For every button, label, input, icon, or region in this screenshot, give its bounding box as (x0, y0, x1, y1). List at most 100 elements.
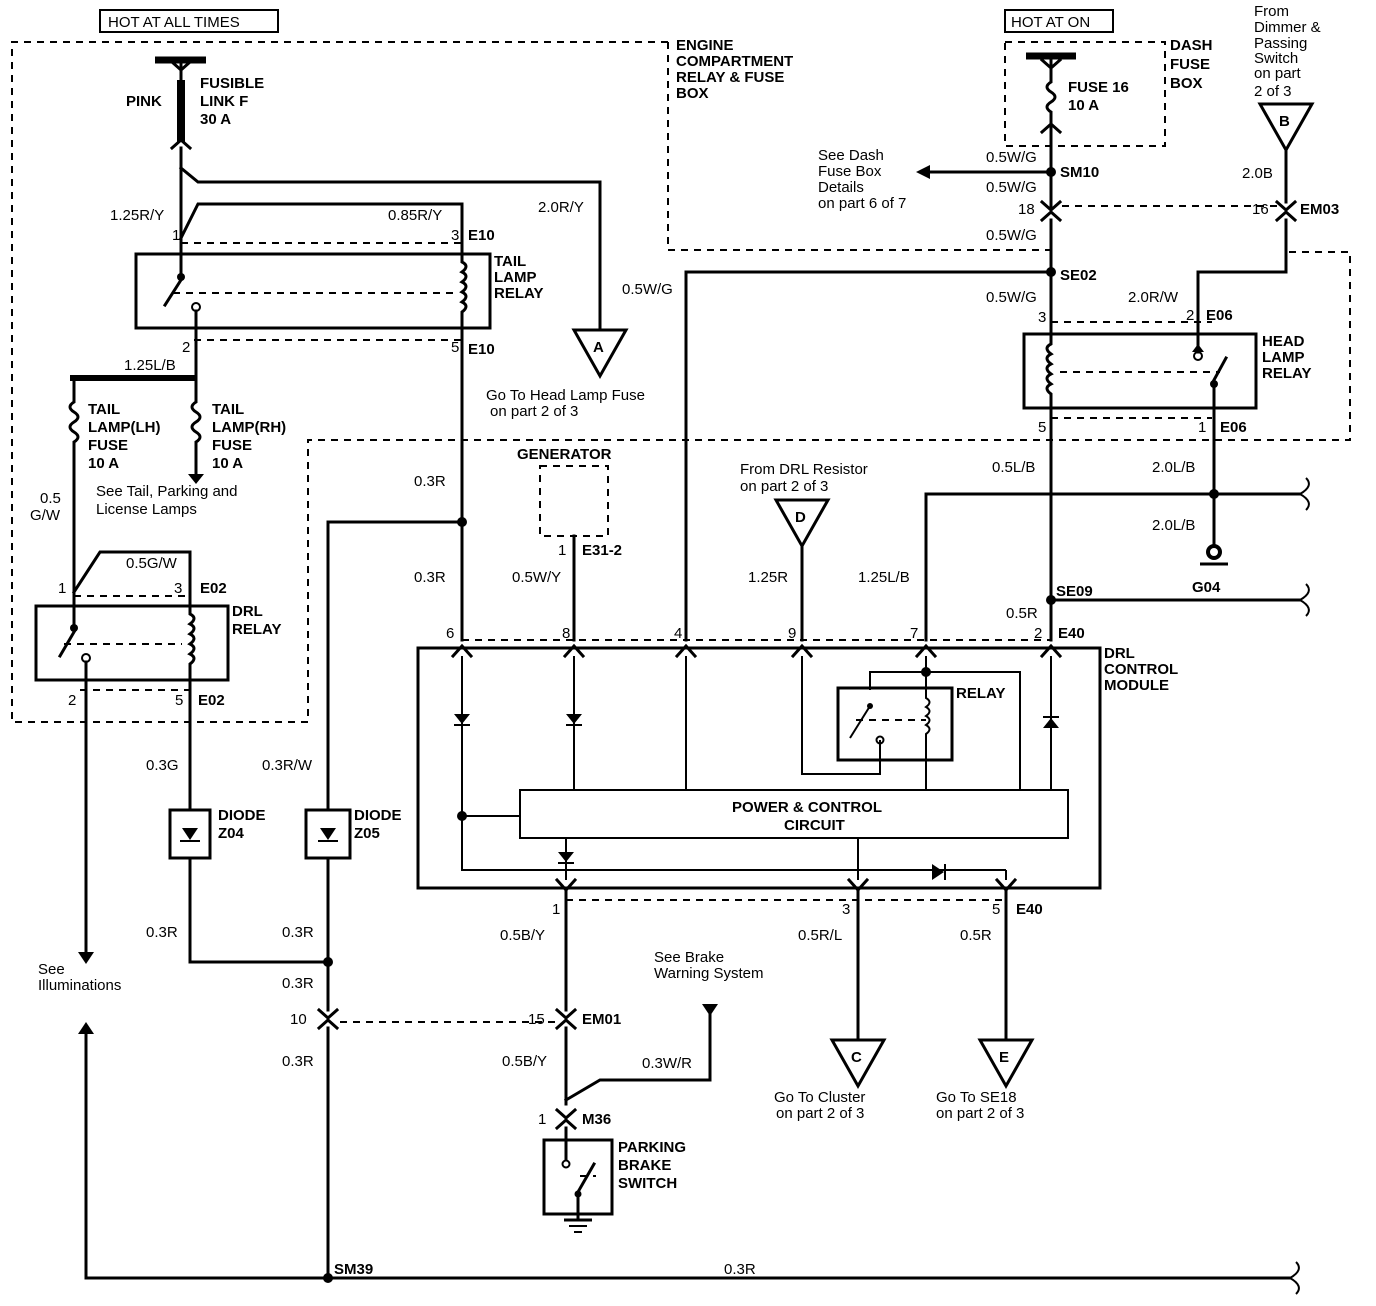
dash-details-label-3: Details (818, 179, 864, 196)
wire-05wg-pin4 (684, 270, 1052, 642)
see-illuminations-label-2: Illuminations (38, 977, 121, 994)
dash-details-label-1: See Dash (818, 147, 884, 164)
wire-label-05wg-1: 0.5W/G (986, 149, 1037, 166)
pin-label: 16 (1252, 201, 1269, 218)
brake-warning-arrow (702, 1004, 718, 1016)
tail-rh-label-2: LAMP(RH) (212, 419, 286, 436)
see-tail-lamps-label-1: See Tail, Parking and (96, 483, 237, 500)
dimmer-label-2: Dimmer & (1254, 19, 1321, 36)
se18-label-1: Go To SE18 (936, 1089, 1017, 1106)
drl-module-label-3: MODULE (1104, 677, 1169, 694)
drl-relay-coil (187, 596, 196, 690)
connector-em01: EM01 (582, 1011, 621, 1028)
parking-switch-arm (575, 1161, 597, 1195)
splice-sm39: SM39 (334, 1261, 373, 1278)
splice-se09: SE09 (1056, 583, 1093, 600)
tail-relay-label-2: LAMP (494, 269, 537, 286)
wire-label-05by-2: 0.5B/Y (502, 1053, 547, 1070)
tail-lh-label-1: TAIL (88, 401, 120, 418)
parking-label-2: BRAKE (618, 1157, 671, 1174)
pin-label: 4 (674, 625, 682, 642)
fuse16-label-2: 10 A (1068, 97, 1099, 114)
connector-e06-top: E06 (1206, 307, 1233, 324)
cluster-label-1: Go To Cluster (774, 1089, 865, 1106)
reference-b-triangle (1257, 102, 1315, 154)
connector-e06-bottom: E06 (1220, 419, 1247, 436)
pin-label: 7 (910, 625, 918, 642)
connector-e02-bottom: E02 (198, 692, 225, 709)
diode-z05-symbol (320, 828, 336, 840)
connector-m36: M36 (582, 1111, 611, 1128)
wire-label-03r-z05: 0.3R (282, 924, 314, 941)
pin-label: 1 (58, 580, 66, 597)
pin-label: 10 (290, 1011, 307, 1028)
wire-03rw (326, 520, 464, 812)
wire-03r-z04 (188, 856, 330, 964)
connector-e02-top: E02 (200, 580, 227, 597)
generator-label: GENERATOR (517, 446, 612, 463)
tail-lamp-rh-fuse (190, 376, 202, 476)
drl-module-label-2: CONTROL (1104, 661, 1178, 678)
tail-rh-label-3: FUSE (212, 437, 252, 454)
engine-box-label-2: COMPARTMENT (676, 53, 793, 70)
pin-label: 2 (182, 339, 190, 356)
tail-lh-label-2: LAMP(LH) (88, 419, 160, 436)
wire-085ry (178, 202, 464, 241)
pin-label: 18 (1018, 201, 1035, 218)
se18-label-2: on part 2 of 3 (936, 1105, 1024, 1122)
wire-label-05gw-a: 0.5 (40, 490, 61, 507)
wire-label-05wy: 0.5W/Y (512, 569, 561, 586)
dash-details-label-2: Fuse Box (818, 163, 882, 180)
wire-label-125lb: 1.25L/B (124, 357, 176, 374)
see-tail-lamps-label-2: License Lamps (96, 501, 197, 518)
engine-compartment-box-outline-right (667, 42, 1050, 251)
engine-box-label-1: ENGINE (676, 37, 734, 54)
illuminations-arrow (78, 952, 94, 964)
wire-label-125lb2: 1.25L/B (858, 569, 910, 586)
pin-label: 5 (451, 339, 459, 356)
module-top-pins (450, 643, 1063, 659)
wire-label-03rw: 0.3R/W (262, 757, 313, 774)
reference-a: A (593, 339, 604, 356)
wire-sm39-bus (84, 1028, 1292, 1280)
fusible-link-label-2: LINK F (200, 93, 248, 110)
power-control-circuit (519, 789, 1069, 839)
wire-label-20lb-1: 2.0L/B (1152, 459, 1195, 476)
pin-label: 3 (451, 227, 459, 244)
wire-label-05r-e40: 0.5R (960, 927, 992, 944)
pin-label: 1 (538, 1111, 546, 1128)
pin-label: 15 (528, 1011, 545, 1028)
reference-c-triangle (829, 1038, 887, 1090)
wire-label-05wg-4: 0.5W/G (986, 289, 1037, 306)
tail-lamp-relay (134, 252, 492, 330)
inner-relay (836, 686, 954, 762)
pin-label: 1 (172, 227, 180, 244)
dimmer-label-4: Switch (1254, 50, 1298, 67)
dimmer-label-6: 2 of 3 (1254, 83, 1292, 100)
head-relay-coil (1045, 332, 1054, 420)
wire-label-03wr: 0.3W/R (642, 1055, 692, 1072)
wire-label-20lb-2: 2.0L/B (1152, 517, 1195, 534)
hot-at-all-times-frame (99, 9, 279, 33)
reference-b: B (1279, 113, 1290, 130)
pcc-label-1: POWER & CONTROL (732, 799, 882, 816)
brake-warning-label-2: Warning System (654, 965, 763, 982)
pin-label: 1 (558, 542, 566, 559)
hot-at-on-label: HOT AT ON (1011, 14, 1090, 31)
fusible-link-label-3: 30 A (200, 111, 231, 128)
splice-sm10: SM10 (1060, 164, 1099, 181)
diode-z04-label-1: DIODE (218, 807, 266, 824)
wire-label-20b: 2.0B (1242, 165, 1273, 182)
dash-box-label-1: DASH (1170, 37, 1213, 54)
wire-label-05gw-b: G/W (30, 507, 61, 524)
connector-e10-top: E10 (468, 227, 495, 244)
pin-label: 5 (175, 692, 183, 709)
wire-label-20ry: 2.0R/Y (538, 199, 584, 216)
pink-label: PINK (126, 93, 162, 110)
inner-relay-label: RELAY (956, 685, 1005, 702)
generator (539, 465, 609, 537)
drl-resistor-label-1: From DRL Resistor (740, 461, 868, 478)
reference-e-triangle (977, 1038, 1035, 1090)
tail-lh-label-4: 10 A (88, 455, 119, 472)
